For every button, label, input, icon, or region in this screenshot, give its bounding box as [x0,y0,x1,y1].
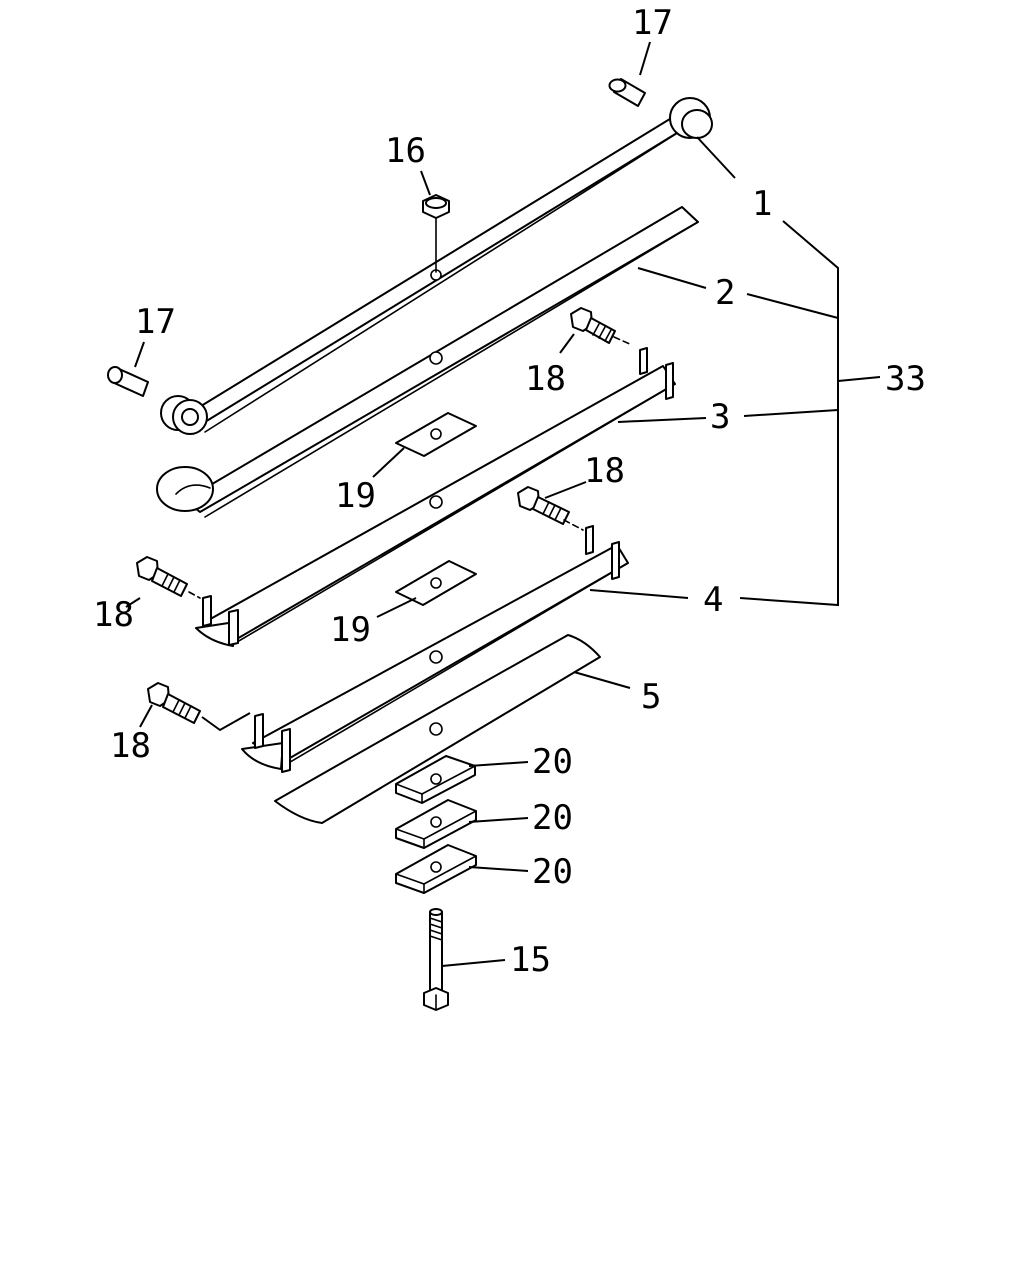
callout-20-third: 20 [532,852,573,892]
part-2-second-leaf [156,206,699,518]
callout-18-left-upper: 18 [93,595,134,635]
callout-20-second: 20 [532,798,573,838]
callout-19-upper: 19 [335,476,376,516]
callout-20-first: 20 [532,742,573,782]
part-18-bolt-left-upper [136,556,188,597]
part-19-pad-upper [395,412,477,457]
callout-15: 15 [510,940,551,980]
callout-17-top: 17 [632,3,673,43]
part-1-main-leaf [160,97,713,435]
callout-1: 1 [752,184,772,224]
callout-18-left-lower: 18 [110,726,151,766]
part-3-leaf [195,347,676,647]
callout-3: 3 [710,397,730,437]
part-20-spacer-2 [395,799,477,849]
part-19-pad-lower [395,560,477,606]
callout-4: 4 [703,580,723,620]
callout-19-lower: 19 [330,610,371,650]
part-15-center-bolt [423,908,449,1011]
callout-16: 16 [385,131,426,171]
callout-33: 33 [885,359,926,399]
part-18-bolt-left-lower [147,682,201,724]
callout-18-upper-right: 18 [525,359,566,399]
part-16-nut [422,194,450,273]
callout-17-left: 17 [135,302,176,342]
leader-lines [125,41,881,967]
part-20-spacer-3 [395,844,477,894]
part-17-bushing-left [107,366,149,397]
part-4-leaf [241,525,629,773]
part-18-bolt-middle-right [517,486,570,525]
callout-2: 2 [715,273,735,313]
part-5-tapered-leaf [274,634,601,824]
callout-18-middle-right: 18 [584,451,625,491]
part-18-bolt-upper-right [570,307,616,344]
part-17-bushing-top [608,78,646,107]
callout-5: 5 [641,677,661,717]
